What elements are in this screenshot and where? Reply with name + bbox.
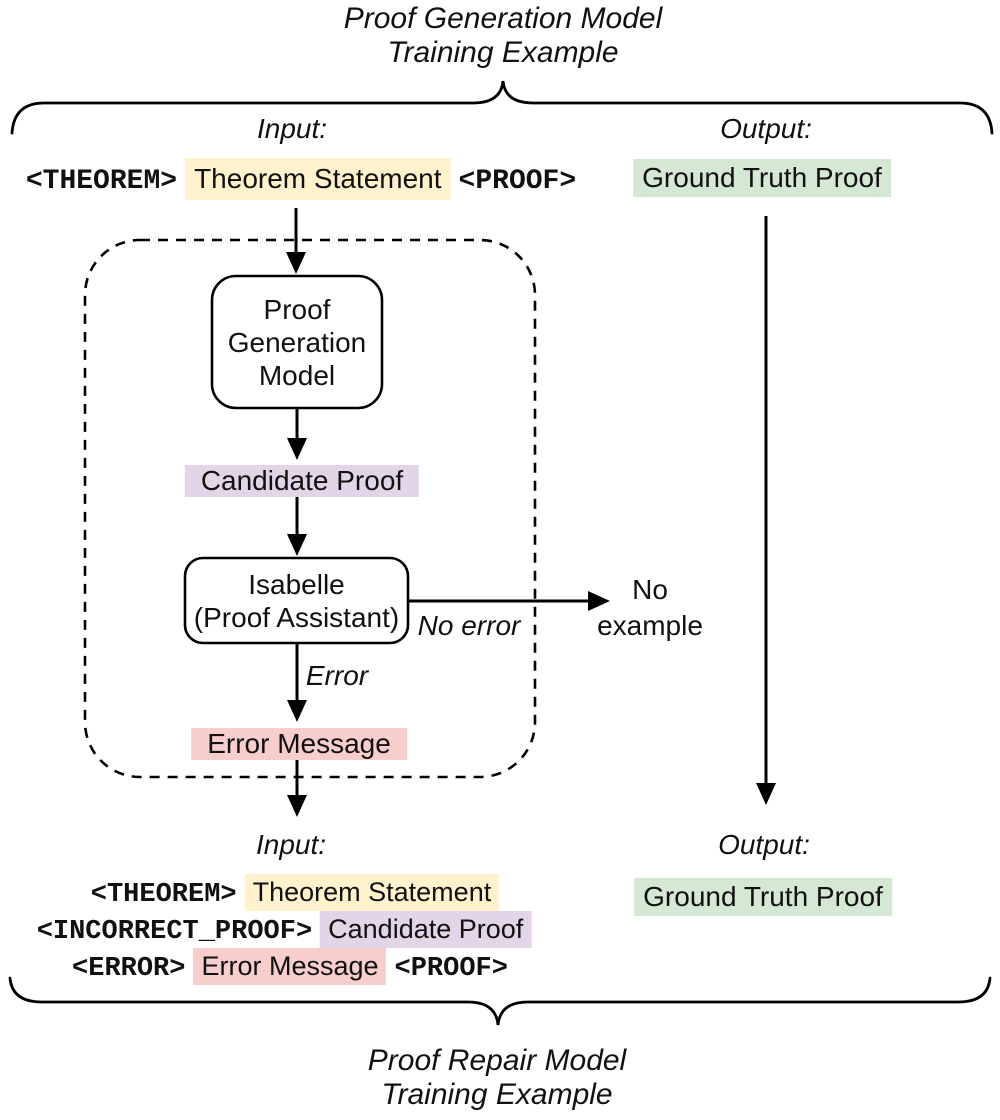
- isabelle-line1: Isabelle: [248, 568, 345, 600]
- no-error-label: No error: [417, 610, 521, 641]
- output-label-bottom: Output:: [718, 829, 810, 860]
- proof-generation-model-label: Proof Generation Model: [212, 276, 382, 408]
- theorem-statement-highlight: Theorem Statement: [185, 158, 451, 200]
- arrow-output-top-to-bottom: [756, 216, 776, 805]
- generation-input-line: <THEOREM> Theorem Statement <PROOF>: [26, 158, 576, 203]
- generation-title-line1: Proof Generation Model: [343, 2, 663, 35]
- candidate-proof-highlight-repair: Candidate Proof: [320, 911, 532, 948]
- repair-input-line-1: <THEOREM> Theorem Statement: [90, 874, 500, 914]
- repair-output: Ground Truth Proof: [634, 878, 892, 916]
- no-example-line1: No: [632, 574, 668, 605]
- isabelle-line2: (Proof Assistant): [193, 601, 400, 633]
- incorrect-proof-tag: <INCORRECT_PROOF>: [36, 917, 313, 947]
- proof-close-tag-repair: <PROOF>: [394, 954, 508, 984]
- ground-truth-proof-highlight-top: Ground Truth Proof: [633, 159, 891, 197]
- sampling-loop-dashed-box: [83, 238, 537, 779]
- arrow-isabelle-to-error: [287, 643, 307, 722]
- theorem-open-tag: <THEOREM>: [25, 166, 178, 197]
- output-label-top: Output:: [720, 113, 812, 144]
- candidate-proof-highlight: Candidate Proof: [184, 465, 420, 497]
- arrow-model-to-candidate: [287, 408, 307, 460]
- error-message-highlight: Error Message: [191, 728, 407, 760]
- isabelle-label: Isabelle (Proof Assistant): [185, 558, 408, 643]
- no-example-label: No example: [597, 572, 703, 644]
- error-message: Error Message: [191, 728, 407, 760]
- arrow-no-error: [408, 591, 610, 611]
- no-example-line2: example: [597, 610, 703, 641]
- repair-title-line2: Training Example: [381, 1078, 613, 1111]
- generation-output: Ground Truth Proof: [633, 159, 891, 197]
- pgm-line1: Proof: [263, 293, 331, 325]
- theorem-open-tag-repair: <THEOREM>: [90, 880, 237, 910]
- generation-title-line2: Training Example: [387, 36, 619, 69]
- repair-input-line-2: <INCORRECT_PROOF> Candidate Proof: [37, 911, 532, 951]
- arrow-candidate-to-isabelle: [287, 497, 307, 556]
- generation-title: Proof Generation Model Training Example: [344, 2, 663, 70]
- ground-truth-proof-highlight-bottom: Ground Truth Proof: [634, 878, 892, 916]
- proof-close-tag: <PROOF>: [458, 166, 577, 197]
- input-label-top: Input:: [256, 113, 328, 144]
- repair-title: Proof Repair Model Training Example: [368, 1044, 626, 1112]
- error-open-tag: <ERROR>: [72, 954, 186, 984]
- arrow-error-to-repair-input: [287, 758, 307, 817]
- repair-input-line-3: <ERROR> Error Message <PROOF>: [72, 948, 508, 988]
- bottom-brace: [8, 976, 992, 1026]
- pgm-line3: Model: [258, 359, 336, 391]
- error-message-highlight-repair: Error Message: [193, 948, 387, 985]
- top-brace: [10, 80, 994, 135]
- input-label-bottom: Input:: [255, 829, 327, 860]
- arrow-input-to-model: [286, 208, 306, 274]
- pgm-line2: Generation: [227, 326, 367, 358]
- error-edge-label: Error: [305, 660, 369, 691]
- candidate-proof: Candidate Proof: [184, 465, 420, 497]
- theorem-statement-highlight-repair: Theorem Statement: [244, 874, 500, 911]
- repair-title-line1: Proof Repair Model: [367, 1044, 627, 1077]
